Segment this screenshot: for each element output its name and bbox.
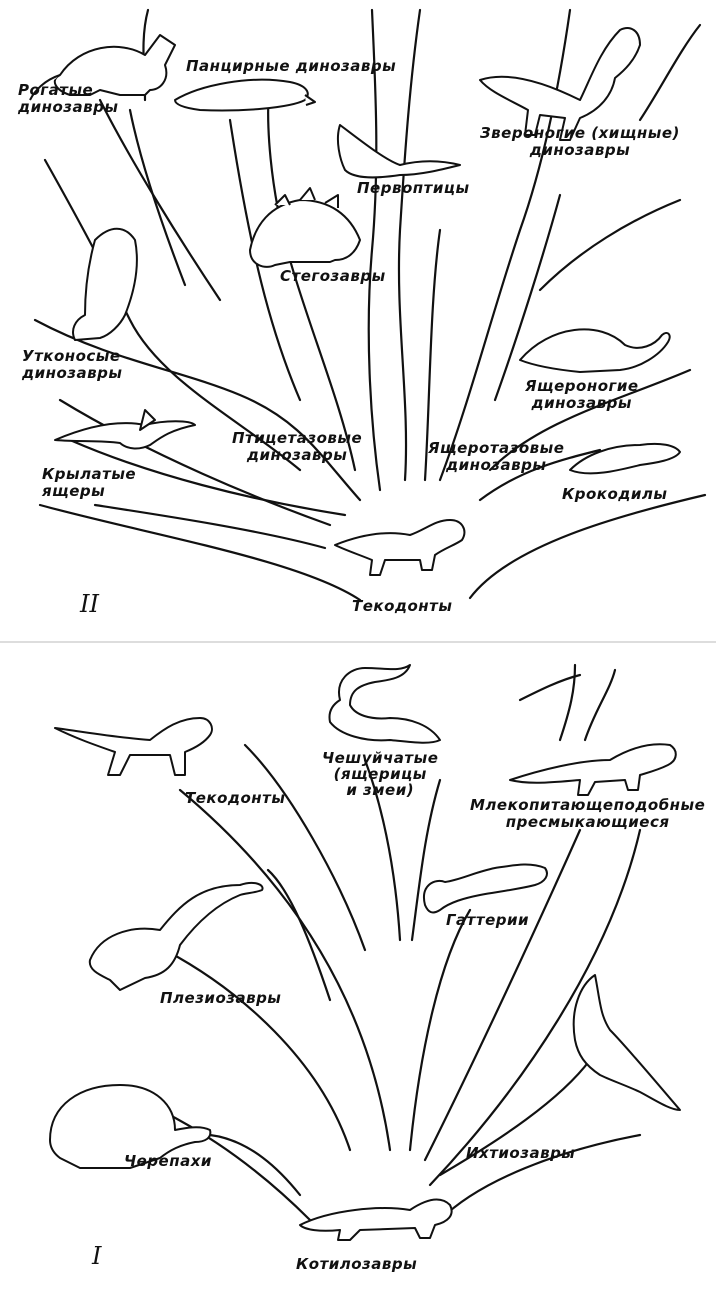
plesiosaur-icon (90, 883, 263, 990)
branch-mammal-top-2 (585, 670, 615, 740)
label-pterosaurs-line1: Крылатые (42, 466, 136, 483)
label-plesiosaurs: Плезиозавры (160, 990, 281, 1007)
branch-center-left (369, 10, 380, 490)
branch-theropods (495, 195, 560, 400)
label-first-birds: Первоптицы (357, 180, 470, 197)
sauropod-icon (520, 329, 670, 372)
section-marker-II: II (80, 590, 99, 618)
label-ornithischians: Птицетазовые динозавры (232, 430, 362, 464)
label-horned-dinosaurs: Рогатые динозавры (18, 82, 118, 116)
label-pterosaurs-line2: ящеры (42, 483, 136, 500)
ankylosaur-icon (175, 80, 315, 111)
section-marker-I: I (92, 1242, 101, 1270)
thecodont-lower-icon (55, 718, 212, 775)
label-mammal-like-reptiles: Млекопитающеподобные пресмыкающиеся (470, 797, 705, 831)
label-ichthyosaurs: Ихтиозавры (466, 1145, 575, 1162)
label-horned-line2: динозавры (18, 99, 118, 116)
label-theropods-line1: Звероногие (хищные) (480, 125, 680, 142)
branch-turtles (210, 1135, 300, 1195)
label-upper-root-thecodonts: Текодонты (352, 598, 452, 615)
label-squamates: Чешуйчатые (ящерицы и змеи) (322, 750, 438, 798)
mammal-like-reptile-icon (510, 744, 676, 795)
branch-center-mid (399, 10, 420, 480)
label-mammal-like-line1: Млекопитающеподобные (470, 797, 705, 814)
tuatara-icon (424, 865, 547, 913)
label-saurischians: Ящеротазовые динозавры (428, 440, 564, 474)
label-squamates-line2: (ящерицы (322, 766, 438, 782)
label-theropods: Звероногие (хищные) динозавры (480, 125, 680, 159)
branch-upper-trunk-right (470, 495, 705, 598)
label-sauropods-line2: динозавры (525, 395, 639, 412)
stegosaurus-icon (250, 188, 360, 267)
label-saurischians-line2: динозавры (428, 457, 564, 474)
hadrosaur-icon (73, 229, 137, 340)
label-saurischians-line1: Ящеротазовые (428, 440, 564, 457)
branch-horned-inner (130, 110, 185, 285)
label-sauropods: Ящероногие динозавры (525, 378, 639, 412)
label-tuatara: Гаттерии (446, 912, 529, 929)
label-theropods-line2: динозавры (480, 142, 680, 159)
branch-thecodonts (180, 790, 390, 1150)
label-turtles: Черепахи (124, 1153, 212, 1170)
squamate-icon (329, 665, 440, 743)
label-sauropods-line1: Ящероногие (525, 378, 639, 395)
label-duckbilled-dinosaurs: Утконосые динозавры (22, 348, 122, 382)
label-lower-root-cotylosaurs: Котилозавры (296, 1256, 417, 1273)
branch-top-right (640, 25, 700, 120)
archaeopteryx-icon (338, 125, 460, 177)
thecodont-upper-icon (335, 520, 464, 575)
label-ornithischians-line2: динозавры (232, 447, 362, 464)
label-ornithischians-line1: Птицетазовые (232, 430, 362, 447)
branch-squamates-right (412, 780, 440, 940)
label-duckbilled-line1: Утконосые (22, 348, 122, 365)
cotylosaur-icon (300, 1200, 452, 1240)
label-horned-line1: Рогатые (18, 82, 118, 99)
label-stegosaurs: Стегозавры (280, 268, 386, 285)
label-lower-thecodonts: Текодонты (185, 790, 285, 807)
label-armored-dinosaurs: Панцирные динозавры (186, 58, 396, 75)
label-mammal-like-line2: пресмыкающиеся (470, 814, 705, 831)
branch-theropods-outer (540, 200, 680, 290)
ichthyosaur-icon (574, 975, 680, 1110)
label-squamates-line1: Чешуйчатые (322, 750, 438, 766)
label-squamates-line3: и змеи) (322, 782, 438, 798)
label-crocodiles: Крокодилы (562, 486, 667, 503)
label-pterosaurs: Крылатые ящеры (42, 466, 136, 500)
crocodile-icon (570, 444, 680, 474)
branch-tuatara (410, 910, 470, 1150)
label-duckbilled-line2: динозавры (22, 365, 122, 382)
